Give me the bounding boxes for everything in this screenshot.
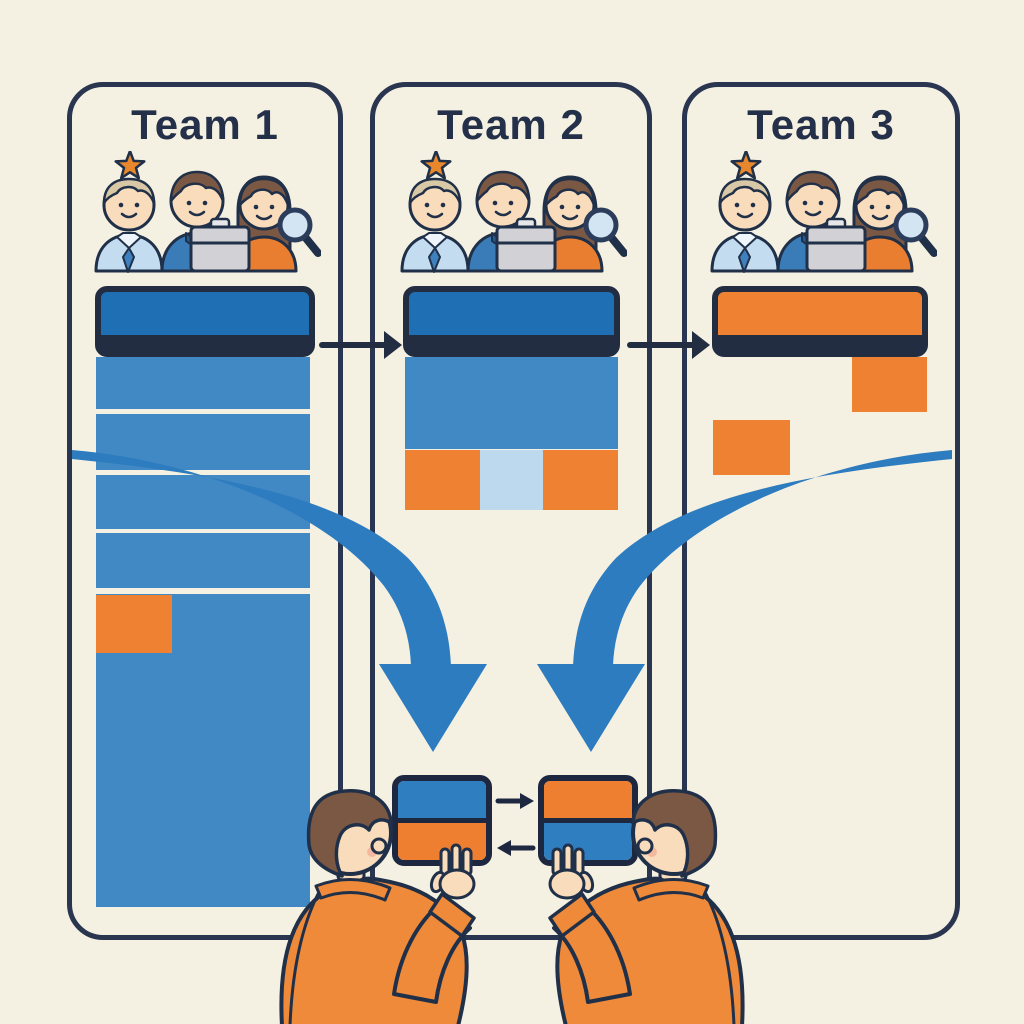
card-bottom-half bbox=[544, 818, 632, 860]
backlog-item-bar bbox=[96, 414, 310, 470]
card-top-half bbox=[398, 781, 486, 818]
team-members-icon bbox=[712, 151, 934, 272]
task-square bbox=[852, 357, 927, 412]
panel-title: Team 3 bbox=[747, 101, 895, 148]
panel-title: Team 2 bbox=[437, 101, 585, 148]
exchange-card-right bbox=[538, 775, 638, 866]
card-top-half bbox=[544, 781, 632, 818]
backlog-item-bar bbox=[96, 475, 310, 529]
task-cell bbox=[405, 450, 480, 510]
sprint-header-bar bbox=[712, 286, 928, 357]
panel-title: Team 1 bbox=[131, 101, 279, 148]
highlight-block bbox=[96, 595, 172, 653]
work-block bbox=[405, 357, 618, 449]
header-bottom-band bbox=[100, 335, 310, 352]
team-members-icon bbox=[89, 151, 321, 281]
header-bottom-band bbox=[717, 335, 923, 352]
backlog-item-bar bbox=[96, 533, 310, 588]
team-3-panel: Team 3 bbox=[682, 82, 960, 940]
backlog-item-bar bbox=[96, 357, 310, 409]
sprint-header-bar bbox=[403, 286, 620, 357]
team-members-icon bbox=[395, 151, 627, 281]
team-members-icon bbox=[705, 151, 937, 281]
team-members-icon bbox=[96, 151, 318, 272]
task-cell bbox=[543, 450, 618, 510]
task-cell bbox=[480, 450, 543, 510]
card-bottom-half bbox=[398, 818, 486, 860]
header-bottom-band bbox=[408, 335, 615, 352]
team-members-icon bbox=[402, 151, 624, 272]
exchange-card-left bbox=[392, 775, 492, 866]
team-1-panel: Team 1 bbox=[67, 82, 343, 940]
task-square bbox=[713, 420, 790, 475]
sprint-header-bar bbox=[95, 286, 315, 357]
